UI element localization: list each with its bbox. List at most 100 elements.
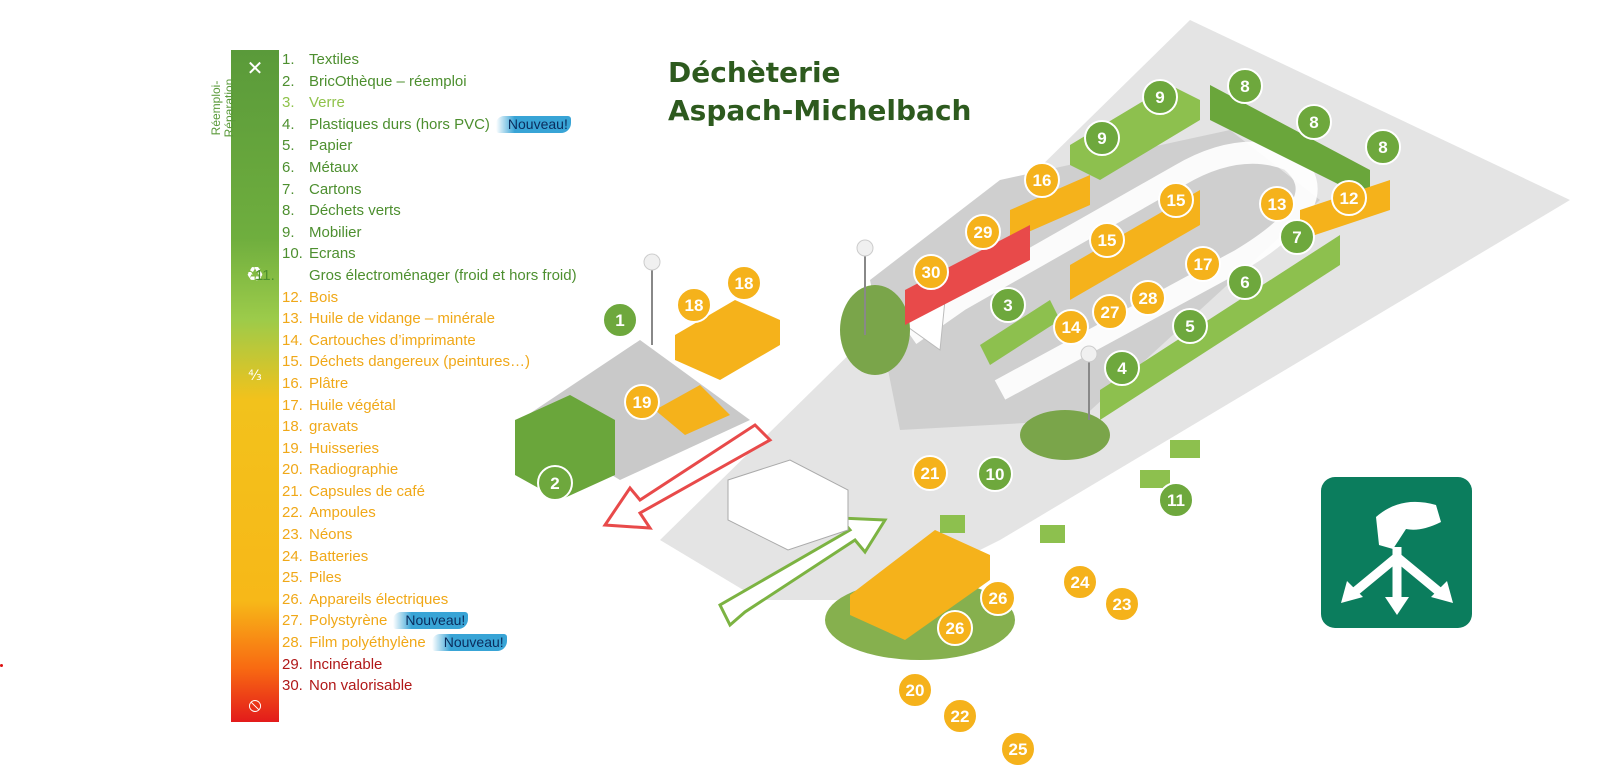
marker-number: 27 — [1101, 303, 1120, 322]
marker-number: 26 — [989, 589, 1008, 608]
map-marker: 2 — [537, 465, 573, 501]
title-line-2: Aspach-Michelbach — [668, 94, 972, 127]
container-8 — [1210, 85, 1370, 200]
marker-circle — [1279, 219, 1315, 255]
marker-number: 18 — [685, 296, 704, 315]
legend-item: 5.Papier — [282, 135, 582, 157]
legend-item: 19.Huisseries — [282, 438, 582, 460]
markers-layer: 1234567888991011121314151516171818192021… — [537, 68, 1401, 767]
map-marker: 3 — [990, 287, 1026, 323]
container-11 — [1140, 470, 1170, 488]
marker-circle — [1053, 309, 1089, 345]
container-16 — [1010, 175, 1090, 240]
map-marker: 15 — [1158, 182, 1194, 218]
map-marker: 17 — [1185, 246, 1221, 282]
marker-circle — [1331, 180, 1367, 216]
marker-number: 18 — [735, 274, 754, 293]
container-3 — [980, 300, 1060, 365]
legend-number: 2. — [282, 72, 295, 90]
legend-number: 25. — [282, 569, 303, 587]
legend-number: 5. — [282, 137, 295, 155]
marker-circle — [1227, 264, 1263, 300]
legend-label: Incinérable — [309, 655, 383, 673]
grass-patch — [1020, 410, 1110, 460]
map-marker: 9 — [1142, 79, 1178, 115]
lamp-light — [643, 253, 661, 271]
legend-label: Déchets verts — [309, 202, 401, 220]
marker-circle — [1296, 104, 1332, 140]
marker-number: 2 — [550, 474, 559, 493]
marker-number: 1 — [615, 311, 624, 330]
marker-circle — [1104, 350, 1140, 386]
legend-number: 7. — [282, 180, 295, 198]
legend-number: 17. — [282, 396, 303, 414]
legend-label: Huisseries — [309, 439, 380, 457]
marker-number: 9 — [1097, 129, 1106, 148]
marker-circle — [1092, 294, 1128, 330]
legend-label: Ampoules — [309, 504, 376, 522]
map-marker: 11 — [1158, 482, 1194, 518]
legend-label: Plastiques durs (hors PVC) — [309, 115, 490, 133]
no-entry-icon: ⦸ — [248, 692, 262, 716]
legend-label: Bois — [309, 288, 339, 306]
legend-label: Verre — [309, 94, 345, 112]
map-marker: 14 — [1053, 309, 1089, 345]
map-marker: 9 — [1084, 120, 1120, 156]
marker-circle — [602, 302, 638, 338]
marker-number: 8 — [1378, 138, 1387, 157]
map-marker: 6 — [1227, 264, 1263, 300]
map-marker: 8 — [1365, 129, 1401, 165]
legend-item: 11.Gros électroménager (froid et hors fr… — [255, 265, 579, 287]
legend-item: 23.Néons — [282, 524, 582, 546]
sorting-logo — [1321, 477, 1472, 628]
legend-label: Film polyéthylène — [309, 634, 426, 652]
map-marker: 26 — [937, 610, 973, 646]
legend-number: 11. — [255, 266, 275, 284]
marker-number: 16 — [1033, 171, 1052, 190]
marker-number: 3 — [1003, 296, 1012, 315]
legend-item: 30.Non valorisable — [282, 675, 582, 697]
marker-circle — [676, 287, 712, 323]
legend-item: 7. Cartons — [282, 179, 582, 201]
title-line-1: Déchèterie — [668, 56, 841, 89]
legend-number: 29. — [282, 655, 303, 673]
legend-number: 22. — [282, 504, 303, 522]
legend-item: 4.Plastiques durs (hors PVC)Nouveau! — [282, 114, 582, 136]
marker-number: 29 — [974, 223, 993, 242]
legend-label: Piles — [309, 569, 342, 587]
marker-circle — [1365, 129, 1401, 165]
hand-arrows-icon — [1341, 501, 1453, 615]
map-marker: 10 — [977, 456, 1013, 492]
legend-number: 30. — [282, 677, 303, 695]
legend-number: 13. — [282, 310, 303, 328]
legend-item: 3. Verre — [282, 92, 582, 114]
marker-circle — [990, 287, 1026, 323]
map-marker: 8 — [1227, 68, 1263, 104]
marker-circle — [1185, 246, 1221, 282]
legend-item: 22. Ampoules — [282, 502, 582, 524]
new-badge: Nouveau! — [431, 634, 507, 652]
legend-number: 3. — [282, 94, 295, 112]
marker-number: 28 — [1139, 289, 1158, 308]
marker-circle — [1158, 482, 1194, 518]
legend-number: 21. — [282, 482, 303, 500]
legend-number: 15. — [282, 353, 303, 371]
legend-label: Cartons — [309, 180, 362, 198]
legend-label: Appareils électriques — [309, 590, 449, 608]
map-marker: 27 — [1092, 294, 1128, 330]
marker-number: 22 — [951, 707, 970, 726]
marker-circle — [980, 580, 1016, 616]
marker-circle — [1172, 308, 1208, 344]
new-badge: Nouveau! — [393, 612, 469, 630]
reuse-repair-label: Réemploi- Réparation — [209, 78, 236, 138]
legend-item: 13.Huile de vidange – minérale — [282, 308, 582, 330]
legend-number: 9. — [282, 223, 295, 241]
marker-number: 10 — [986, 465, 1005, 484]
entrance-arrow — [718, 516, 888, 628]
legend-item: 2. BricOthèque – réemploi — [282, 71, 582, 93]
legend-label: Huile végétal — [309, 396, 396, 414]
marker-number: 6 — [1240, 273, 1249, 292]
legend-number: 12. — [282, 288, 303, 306]
map-marker: 5 — [1172, 308, 1208, 344]
legend-label: BricOthèque – réemploi — [309, 72, 467, 90]
